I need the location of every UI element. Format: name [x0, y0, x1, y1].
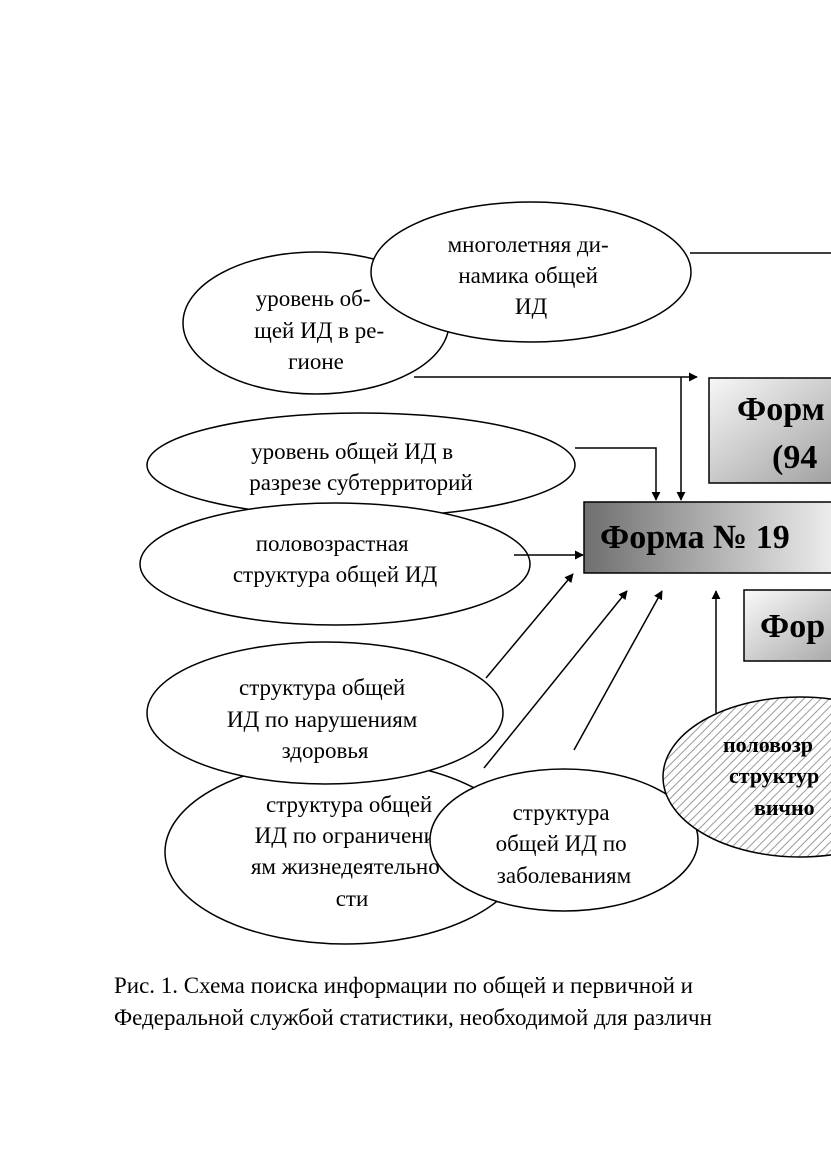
arrow-diseases-to-form-19 — [573, 590, 663, 751]
arrow-health-to-form-19 — [485, 573, 574, 679]
node-health-violations — [146, 641, 504, 785]
node-dynamics-text: многолетняя ди- намика общей ИД — [448, 232, 615, 319]
arrow-life-to-form-19 — [483, 590, 628, 769]
node-region-level-text: уровень об- щей ИД в ре- гионе — [254, 286, 390, 374]
figure-caption: Рис. 1. Схема поиска информации по общей… — [114, 970, 831, 1034]
node-diseases — [429, 768, 699, 912]
caption-line-2: Федеральной службой статистики, необходи… — [114, 1005, 712, 1030]
node-sex-age-text: половозрастная структура общей ИД — [233, 531, 438, 587]
node-health-violations-text: структура общей ИД по нарушениям здоровь… — [227, 675, 423, 763]
node-subterritory-level — [146, 412, 576, 518]
node-sex-age — [139, 502, 531, 626]
node-life-limitations-text: структура общей ИД по ограничени- ям жиз… — [251, 792, 453, 911]
form-top-text: Форм (94 — [737, 391, 831, 476]
node-subterritory-level-text: уровень общей ИД в разрезе субтерриторий — [249, 439, 473, 495]
node-diseases-text: структура общей ИД по заболеваниям — [496, 800, 633, 888]
form-19-text: Форма № 19 — [600, 519, 790, 556]
form-bottom-box — [743, 589, 831, 662]
node-primary-sex-age-text: половозр структур вично — [723, 732, 825, 820]
node-dynamics — [370, 201, 692, 343]
caption-line-1: Рис. 1. Схема поиска информации по общей… — [114, 973, 693, 998]
form-bottom-text: Фор — [760, 608, 825, 645]
arrow-subterritory-to-form-19 — [575, 447, 661, 501]
form-top-box — [708, 377, 831, 484]
node-primary-sex-age — [662, 696, 831, 858]
form-19-box — [583, 501, 831, 574]
